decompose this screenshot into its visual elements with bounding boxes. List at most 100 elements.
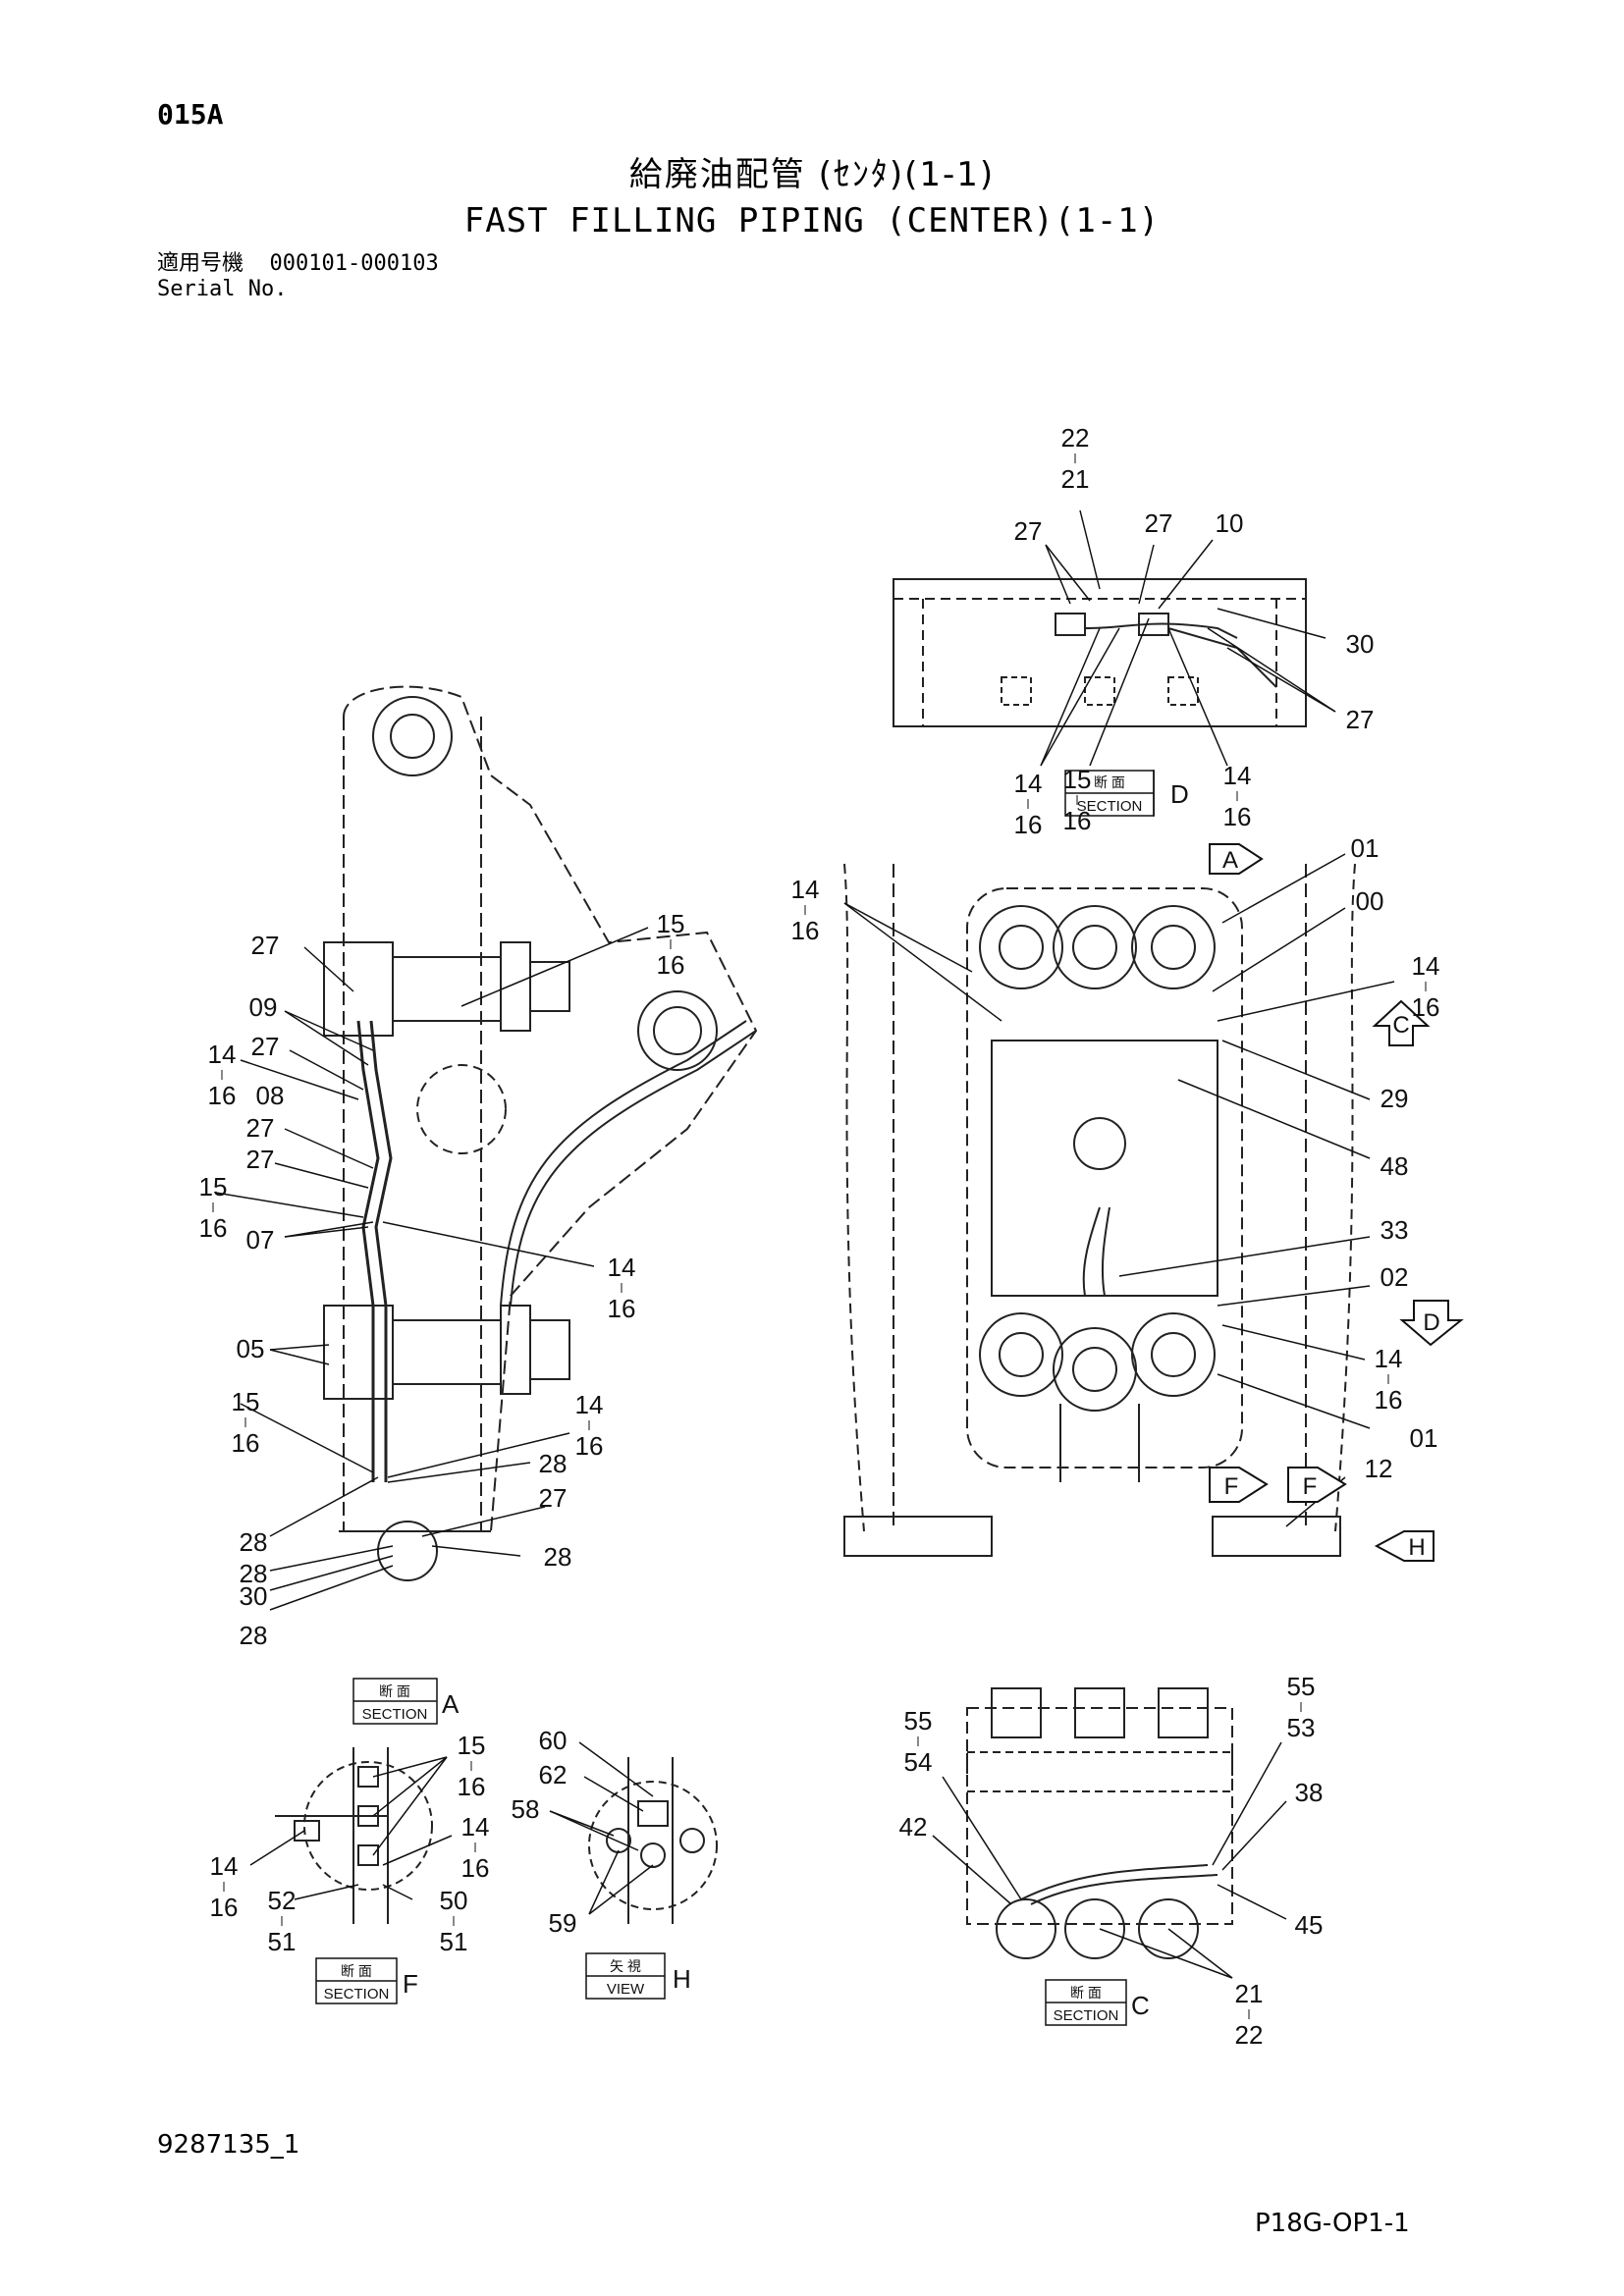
- svg-text:16: 16: [461, 1853, 490, 1883]
- section-label-boxes: 断 面 SECTION D 断 面 SECTION A 断 面 SECTION …: [315, 770, 1189, 2026]
- svg-text:16: 16: [210, 1893, 239, 1922]
- svg-text:D: D: [1170, 779, 1189, 809]
- svg-text:H: H: [673, 1964, 691, 1994]
- callout: 62: [539, 1760, 568, 1789]
- svg-text:16: 16: [1063, 806, 1092, 835]
- svg-text:00: 00: [1356, 886, 1384, 916]
- callout: 08: [256, 1081, 285, 1110]
- svg-text:SECTION: SECTION: [1077, 798, 1143, 815]
- page-code: 015A: [157, 98, 224, 131]
- svg-text:16: 16: [208, 1081, 237, 1110]
- svg-text:C: C: [1392, 1012, 1409, 1039]
- svg-text:12: 12: [1365, 1454, 1393, 1483]
- svg-text:14: 14: [461, 1812, 490, 1842]
- callout: 27: [246, 1145, 275, 1174]
- view-arrow-a: A: [1209, 843, 1264, 875]
- serial-label-en: Serial No.: [157, 277, 288, 301]
- callout: 10: [1216, 508, 1244, 538]
- svg-text:28: 28: [240, 1621, 268, 1650]
- svg-text:48: 48: [1380, 1151, 1409, 1181]
- callout: 58: [512, 1794, 540, 1824]
- svg-text:15: 15: [458, 1731, 486, 1760]
- svg-text:51: 51: [440, 1927, 468, 1956]
- callout: 60: [539, 1726, 568, 1755]
- view-arrows: A C D F F H: [1209, 843, 1464, 1562]
- callout: 27: [251, 1032, 280, 1061]
- title-japanese: 給廃油配管 (ｾﾝﾀ)(1-1): [628, 155, 996, 194]
- callout: 27: [539, 1483, 568, 1513]
- callout: 59: [549, 1908, 577, 1938]
- callout: 27: [251, 931, 280, 960]
- svg-text:A: A: [442, 1689, 460, 1719]
- callout: 48: [1380, 1151, 1409, 1181]
- svg-text:22: 22: [1235, 2020, 1264, 2050]
- svg-text:59: 59: [549, 1908, 577, 1938]
- svg-text:29: 29: [1380, 1084, 1409, 1113]
- svg-text:14: 14: [210, 1851, 239, 1881]
- svg-text:45: 45: [1295, 1910, 1324, 1940]
- svg-text:22: 22: [1061, 423, 1090, 453]
- svg-text:53: 53: [1287, 1713, 1316, 1742]
- svg-text:27: 27: [251, 931, 280, 960]
- svg-text:05: 05: [237, 1334, 265, 1363]
- view-arrow-f-right: F: [1287, 1467, 1347, 1503]
- svg-text:62: 62: [539, 1760, 568, 1789]
- svg-text:14: 14: [208, 1040, 237, 1069]
- svg-text:01: 01: [1351, 833, 1380, 863]
- left-side-view-drawing: [323, 685, 758, 1581]
- svg-text:16: 16: [657, 950, 685, 980]
- callout: 02: [1380, 1262, 1409, 1292]
- svg-text:C: C: [1131, 1991, 1150, 2020]
- view-arrow-f-left: F: [1209, 1467, 1269, 1503]
- svg-text:16: 16: [608, 1294, 636, 1323]
- svg-text:F: F: [1224, 1473, 1239, 1500]
- svg-text:21: 21: [1235, 1979, 1264, 2008]
- serial-range: 000101-000103: [269, 251, 439, 276]
- svg-text:27: 27: [246, 1113, 275, 1143]
- view-arrow-d: D: [1399, 1300, 1464, 1347]
- svg-text:28: 28: [240, 1527, 268, 1557]
- center-plan-view-drawing: [843, 863, 1356, 1557]
- callout: 01: [1410, 1423, 1438, 1453]
- callout: 12: [1365, 1454, 1393, 1483]
- callout: 28: [240, 1559, 268, 1588]
- svg-text:16: 16: [1223, 802, 1252, 831]
- callout: 42: [899, 1812, 928, 1842]
- svg-text:15: 15: [232, 1387, 260, 1416]
- svg-text:27: 27: [1346, 705, 1375, 734]
- svg-text:09: 09: [249, 992, 278, 1022]
- callout: 00: [1356, 886, 1384, 916]
- svg-text:42: 42: [899, 1812, 928, 1842]
- svg-text:断 面: 断 面: [1070, 1985, 1102, 2001]
- svg-text:28: 28: [240, 1559, 268, 1588]
- svg-text:30: 30: [1346, 629, 1375, 659]
- callout: 28: [240, 1621, 268, 1650]
- svg-text:27: 27: [251, 1032, 280, 1061]
- svg-text:VIEW: VIEW: [607, 1981, 645, 1998]
- section-f-box: 断 面 SECTION F: [315, 1957, 418, 2004]
- svg-text:02: 02: [1380, 1262, 1409, 1292]
- callout: 30: [1346, 629, 1375, 659]
- svg-text:16: 16: [1412, 992, 1440, 1022]
- svg-text:H: H: [1408, 1534, 1425, 1561]
- svg-text:A: A: [1222, 847, 1238, 874]
- svg-text:15: 15: [199, 1172, 228, 1201]
- callout: 28: [544, 1542, 572, 1572]
- svg-text:16: 16: [791, 916, 820, 945]
- callout: 45: [1295, 1910, 1324, 1940]
- svg-text:16: 16: [199, 1213, 228, 1243]
